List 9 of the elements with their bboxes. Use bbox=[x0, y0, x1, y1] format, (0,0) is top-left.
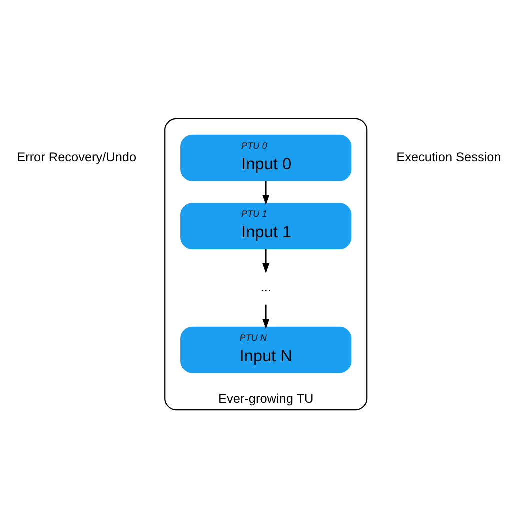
label: Execution Session bbox=[396, 148, 502, 164]
node-text: ... bbox=[260, 279, 272, 294]
node-box: PTU 1 Input 1 bbox=[180, 202, 352, 249]
node-box: PTU 0 Input 0 bbox=[180, 134, 352, 181]
arrow bbox=[262, 248, 270, 273]
arrow bbox=[262, 304, 270, 329]
label: Error Recovery/Undo bbox=[17, 148, 137, 164]
arrow bbox=[262, 180, 270, 205]
node-box: PTU N Input N bbox=[180, 326, 352, 373]
